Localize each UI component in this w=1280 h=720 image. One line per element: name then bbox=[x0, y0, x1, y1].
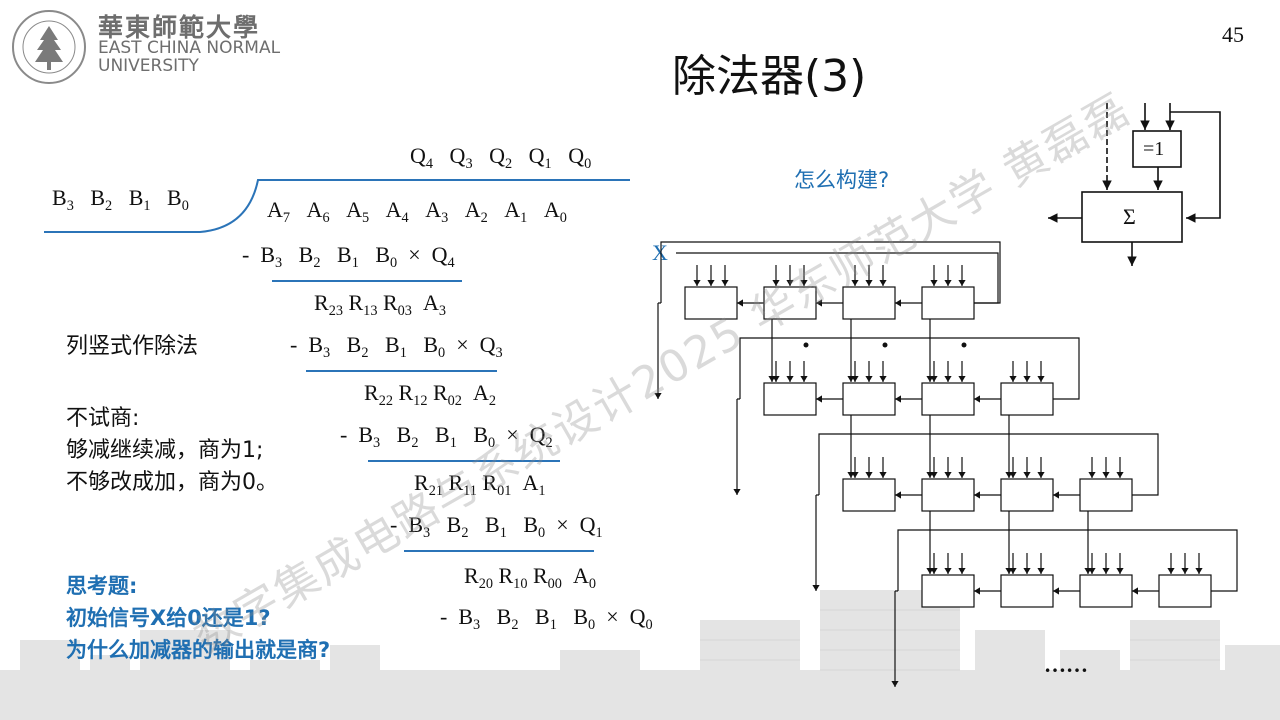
adder-subtractor-cell-diagram bbox=[1048, 103, 1221, 266]
adder-cell bbox=[1000, 382, 1054, 416]
adder-cell bbox=[921, 478, 975, 512]
page-number: 45 bbox=[1222, 22, 1244, 47]
no-trial-title: 不试商: bbox=[66, 406, 140, 431]
think-question-2: 为什么加减器的输出就是商? bbox=[66, 638, 331, 662]
adder-cell bbox=[842, 478, 896, 512]
subtract-row-q1: - B3 B2 B1 B0 × Q1 bbox=[390, 512, 603, 541]
subtract-row-q4: - B3 B2 B1 B0 × Q4 bbox=[242, 242, 455, 271]
adder-cell bbox=[921, 286, 975, 320]
input-x-label: X bbox=[652, 240, 668, 265]
adder-cell bbox=[1079, 574, 1133, 608]
think-question-1: 初始信号X给0还是1? bbox=[66, 606, 271, 630]
feedback-wire bbox=[739, 337, 1080, 400]
adder-cell bbox=[842, 382, 896, 416]
junction-dot bbox=[803, 342, 809, 348]
no-trial-line2: 不够改成加，商为0。 bbox=[66, 470, 278, 495]
dividend-row: A7 A6 A5 A4 A3 A2 A1 A0 bbox=[267, 197, 567, 226]
sum-block-label: Σ bbox=[1123, 204, 1136, 229]
question-how-to-build: 怎么构建? bbox=[794, 168, 890, 192]
think-title: 思考题: bbox=[66, 574, 138, 598]
adder-cell bbox=[763, 382, 817, 416]
campus-background bbox=[0, 590, 1280, 720]
remainder-row-3: R23 R13 R03 A3 bbox=[314, 290, 446, 319]
quotient-row: Q4 Q3 Q2 Q1 Q0 bbox=[410, 143, 592, 172]
remainder-row-2: R22 R12 R02 A2 bbox=[364, 380, 496, 409]
adder-cell bbox=[1158, 574, 1212, 608]
junction-dot bbox=[961, 342, 967, 348]
no-trial-line1: 够减继续减，商为1; bbox=[66, 438, 264, 463]
feedback-wire bbox=[818, 433, 1159, 496]
subtract-row-q2: - B3 B2 B1 B0 × Q2 bbox=[340, 422, 553, 451]
junction-dot bbox=[882, 342, 888, 348]
ellipsis-more: …… bbox=[1044, 652, 1088, 677]
label-vertical-division: 列竖式作除法 bbox=[66, 334, 199, 359]
feedback-wire bbox=[897, 529, 1238, 592]
division-bracket-lines bbox=[44, 179, 630, 552]
divider-array-diagram bbox=[654, 241, 1238, 687]
adder-cell bbox=[1000, 478, 1054, 512]
adder-cell bbox=[921, 382, 975, 416]
x-input-wire bbox=[676, 252, 999, 304]
remainder-row-0: R20 R10 R00 A0 bbox=[464, 563, 596, 592]
remainder-row-1: R21 R11 R01 A1 bbox=[414, 470, 546, 499]
logo-english-line1: EAST CHINA NORMAL bbox=[98, 38, 281, 58]
subtract-row-q3: - B3 B2 B1 B0 × Q3 bbox=[290, 332, 503, 361]
divisor-row: B3 B2 B1 B0 bbox=[52, 185, 189, 214]
subtract-row-q0: - B3 B2 B1 B0 × Q0 bbox=[440, 604, 653, 633]
xor-gate-label: =1 bbox=[1143, 138, 1165, 160]
adder-cell bbox=[1079, 478, 1133, 512]
adder-cell bbox=[921, 574, 975, 608]
university-seal-logo bbox=[12, 10, 86, 84]
adder-cell bbox=[1000, 574, 1054, 608]
logo-chinese-name: 華東師範大學 bbox=[98, 13, 261, 42]
logo-english-line2: UNIVERSITY bbox=[98, 56, 199, 76]
slide-title: 除法器(3) bbox=[672, 51, 867, 102]
adder-cell bbox=[842, 286, 896, 320]
